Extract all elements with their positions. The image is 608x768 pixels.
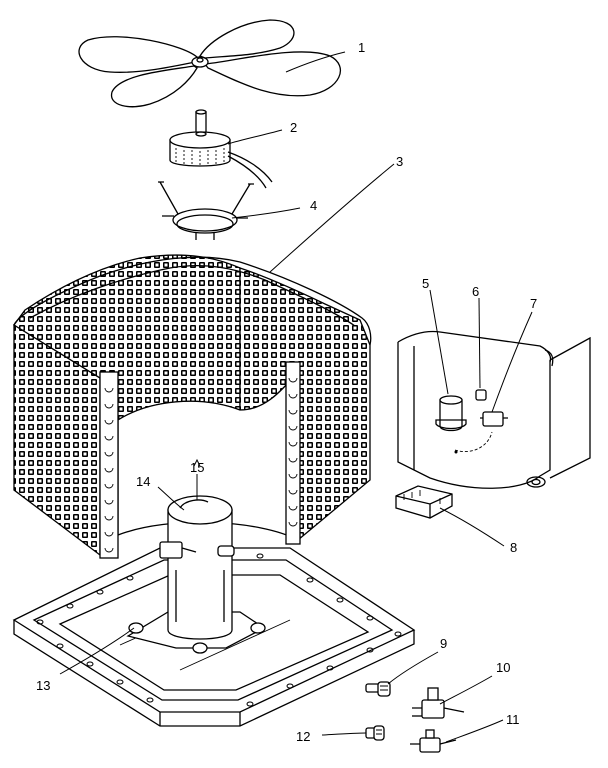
- callout-5: 5: [422, 276, 429, 291]
- callout-4: 4: [310, 198, 317, 213]
- callout-12: 12: [296, 729, 310, 744]
- contactor: [480, 411, 508, 427]
- run-capacitor: [435, 395, 467, 432]
- suction-valve: [412, 687, 465, 719]
- callout-11: 11: [506, 712, 520, 727]
- callout-8: 8: [510, 540, 517, 555]
- callout-2: 2: [290, 120, 297, 135]
- liquid-valve: [410, 729, 457, 753]
- leader-lines: [59, 51, 533, 743]
- callout-6: 6: [472, 284, 479, 299]
- callout-1: 1: [358, 40, 365, 55]
- callout-14: 14: [136, 474, 150, 489]
- control-box: [397, 330, 591, 489]
- callout-7: 7: [530, 296, 537, 311]
- service-fitting: [365, 681, 391, 697]
- terminal-block: [395, 485, 453, 519]
- callout-3: 3: [396, 154, 403, 169]
- callout-9: 9: [440, 636, 447, 651]
- relay-component: [475, 389, 487, 401]
- callout-10: 10: [496, 660, 510, 675]
- condenser-coil: [13, 254, 372, 559]
- fan-motor: [169, 109, 273, 189]
- access-fitting: [365, 725, 385, 741]
- compressor: [126, 495, 266, 654]
- callout-15: 15: [190, 460, 204, 475]
- fan-blade: [78, 19, 342, 108]
- callout-13: 13: [36, 678, 50, 693]
- motor-mount: [158, 181, 254, 240]
